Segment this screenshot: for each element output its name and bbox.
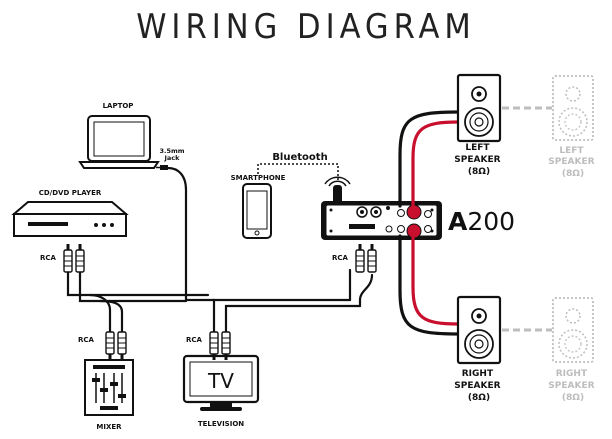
television-device: TV — [182, 354, 260, 411]
cd-rca-cable-b — [78, 270, 188, 303]
rca-plug-mixer-a — [105, 331, 115, 360]
right-speaker-red-wire — [411, 236, 460, 326]
optional-left-speaker-label: LEFT SPEAKER (8Ω) — [548, 146, 597, 179]
optional-speaker-links — [502, 106, 552, 332]
mixer-device — [84, 359, 134, 416]
rca-label-amp: RCA — [332, 254, 349, 262]
optional-right-label-line1: RIGHT — [556, 369, 588, 379]
optional-left-label-line1: LEFT — [559, 146, 584, 156]
laptop-label: LAPTOP — [103, 102, 134, 110]
rca-plug-amp-b — [367, 244, 377, 273]
amplifier-model-number: 200 — [467, 207, 515, 236]
rca-plug-layer — [63, 244, 377, 360]
mixer-rca-cable-a — [88, 293, 112, 337]
right-speaker-label-line1: RIGHT — [462, 369, 494, 379]
laptop-jack-cable — [166, 166, 216, 302]
bluetooth-label: Bluetooth — [272, 152, 327, 163]
left-speaker-label-line2: SPEAKER — [454, 155, 500, 165]
laptop-device: LAPTOP — [78, 102, 160, 169]
right-speaker-label-line3: (8Ω) — [468, 393, 490, 403]
jack-plug-icon — [156, 165, 168, 170]
amplifier-model-label: A200 — [448, 207, 515, 236]
amplifier-brand-letter: A — [448, 207, 468, 236]
cd-rca-cable-a — [66, 270, 210, 297]
right-speaker-label: RIGHT SPEAKER (8Ω) — [454, 369, 503, 403]
optional-right-label-line2: SPEAKER — [548, 381, 594, 391]
left-speaker-label-line3: (8Ω) — [468, 167, 490, 177]
optional-left-speaker-icon — [552, 75, 594, 141]
rca-label-tv: RCA — [186, 336, 203, 344]
left-speaker-icon — [456, 73, 502, 143]
mixer-rca-cable-b — [98, 299, 124, 337]
tv-rca-cable-a — [212, 298, 352, 337]
rca-plug-amp-a — [355, 244, 365, 273]
cable-network — [66, 166, 374, 337]
right-speaker-black-wire — [398, 234, 460, 336]
left-speaker-red-wire — [411, 120, 460, 207]
rca-plug-cd-b — [75, 244, 85, 273]
rca-plug-tv-a — [209, 331, 219, 360]
jack-label-line1: 3.5mm — [159, 147, 184, 155]
diagram-title: WIRING DIAGRAM — [136, 7, 476, 47]
amp-rca-cable-b — [358, 273, 374, 308]
optional-right-speaker-label: RIGHT SPEAKER (8Ω) — [548, 369, 597, 403]
jack-label-line2: Jack — [164, 154, 181, 162]
optional-right-label-line3: (8Ω) — [562, 393, 584, 403]
tv-rca-cable-b — [224, 304, 362, 337]
optional-left-label-line2: SPEAKER — [548, 157, 594, 167]
optional-right-speaker-icon — [552, 297, 594, 363]
rca-label-mixer: RCA — [78, 336, 95, 344]
right-speaker-icon — [456, 295, 502, 365]
rca-plug-mixer-b — [117, 331, 127, 360]
left-speaker-label-line1: LEFT — [465, 143, 490, 153]
rca-label-cd: RCA — [40, 254, 57, 262]
tv-screen-text: TV — [207, 369, 234, 393]
left-speaker-black-wire — [398, 110, 460, 208]
smartphone-label: SMARTPHONE — [231, 174, 286, 182]
rca-plug-cd-a — [63, 244, 73, 273]
cd-dvd-player-device: CD/DVD PLAYER — [11, 189, 129, 237]
cd-dvd-player-label: CD/DVD PLAYER — [39, 189, 102, 197]
speaker-wires — [398, 110, 460, 336]
smartphone-device: SMARTPHONE — [231, 174, 286, 239]
left-speaker-label: LEFT SPEAKER (8Ω) — [454, 143, 503, 177]
mixer-label: MIXER — [96, 423, 122, 431]
television-label: TELEVISION — [198, 420, 244, 428]
optional-left-label-line3: (8Ω) — [562, 169, 584, 179]
amplifier-device — [321, 176, 442, 240]
right-speaker-label-line2: SPEAKER — [454, 381, 500, 391]
rca-plug-tv-b — [221, 331, 231, 360]
bluetooth-link — [257, 163, 339, 182]
